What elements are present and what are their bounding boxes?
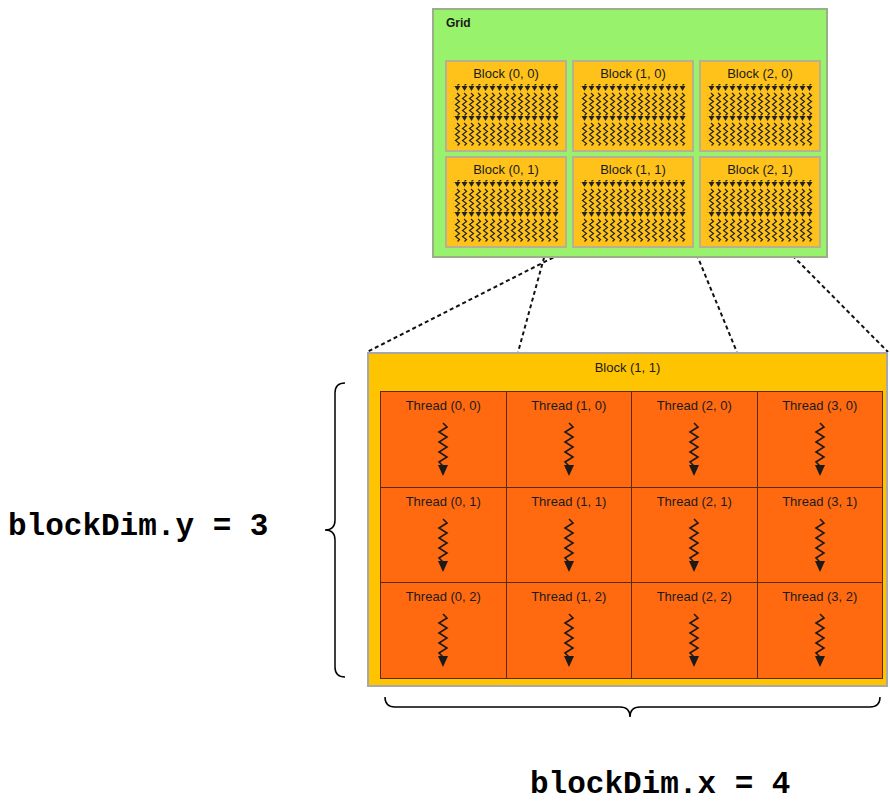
thread-arrow [684,613,704,669]
thread-label: Thread (2, 0) [657,398,732,413]
thread-box: Thread (1, 0) [506,391,633,488]
thread-label: Thread (1, 2) [531,589,606,604]
block-label: Block (2, 0) [725,66,795,81]
left-brace [325,383,345,677]
grid-box: GridBlock (0, 0) Block (1, 0) Block (2, 0)… [432,8,828,258]
block-box: Block (0, 1) [445,156,567,248]
thread-arrow [810,422,830,478]
thread-arrow [684,518,704,574]
thread-box: Thread (2, 0) [631,391,758,488]
thread-arrow [684,422,704,478]
block-detail-box: Block (1, 1) Thread (0, 0) Thread (1, 0) Th… [367,352,888,687]
block-box: Block (0, 0) [445,60,567,152]
thread-box: Thread (3, 2) [757,582,884,679]
block-label: Block (1, 1) [595,360,661,375]
thread-label: Thread (3, 0) [782,398,857,413]
block-label: Block (1, 0) [598,66,668,81]
thread-arrow [433,518,453,574]
block-box: Block (1, 0) [572,60,694,152]
thread-box: Thread (1, 1) [506,487,633,584]
thread-arrow [559,422,579,478]
thread-box: Thread (0, 0) [380,391,507,488]
thread-label: Thread (1, 1) [531,494,606,509]
block-box: Block (2, 1) [699,156,821,248]
zoom-line [367,248,572,352]
thread-label: Thread (0, 2) [406,589,481,604]
thread-arrow [433,422,453,478]
thread-arrow [559,518,579,574]
thread-box: Thread (0, 1) [380,487,507,584]
dimension-label: blockDim.y = 3 [8,510,268,544]
thread-arrow [810,613,830,669]
thread-label: Thread (1, 0) [531,398,606,413]
thread-box: Thread (2, 1) [631,487,758,584]
block-label: Grid [446,16,471,30]
thread-arrow [810,518,830,574]
block-label: Block (0, 1) [471,162,541,177]
zoom-line [694,248,737,352]
thread-label: Thread (0, 0) [406,398,481,413]
block-label: Block (0, 0) [471,66,541,81]
thread-label: Thread (0, 1) [406,494,481,509]
thread-label: Thread (2, 2) [657,589,732,604]
block-box: Block (1, 1) [572,156,694,248]
thread-box: Thread (0, 2) [380,582,507,679]
thread-label: Thread (2, 1) [657,494,732,509]
block-label: Block (1, 1) [598,162,668,177]
bottom-brace [385,697,880,717]
dimension-label: blockDim.x = 4 [530,768,790,802]
thread-box: Thread (3, 1) [757,487,884,584]
block-box: Block (2, 0) [699,60,821,152]
thread-arrow [433,613,453,669]
thread-label: Thread (3, 2) [782,589,857,604]
thread-box: Thread (2, 2) [631,582,758,679]
thread-label: Thread (3, 1) [782,494,857,509]
thread-box: Thread (1, 2) [506,582,633,679]
thread-arrow [559,613,579,669]
thread-box: Thread (3, 0) [757,391,884,488]
block-label: Block (2, 1) [725,162,795,177]
